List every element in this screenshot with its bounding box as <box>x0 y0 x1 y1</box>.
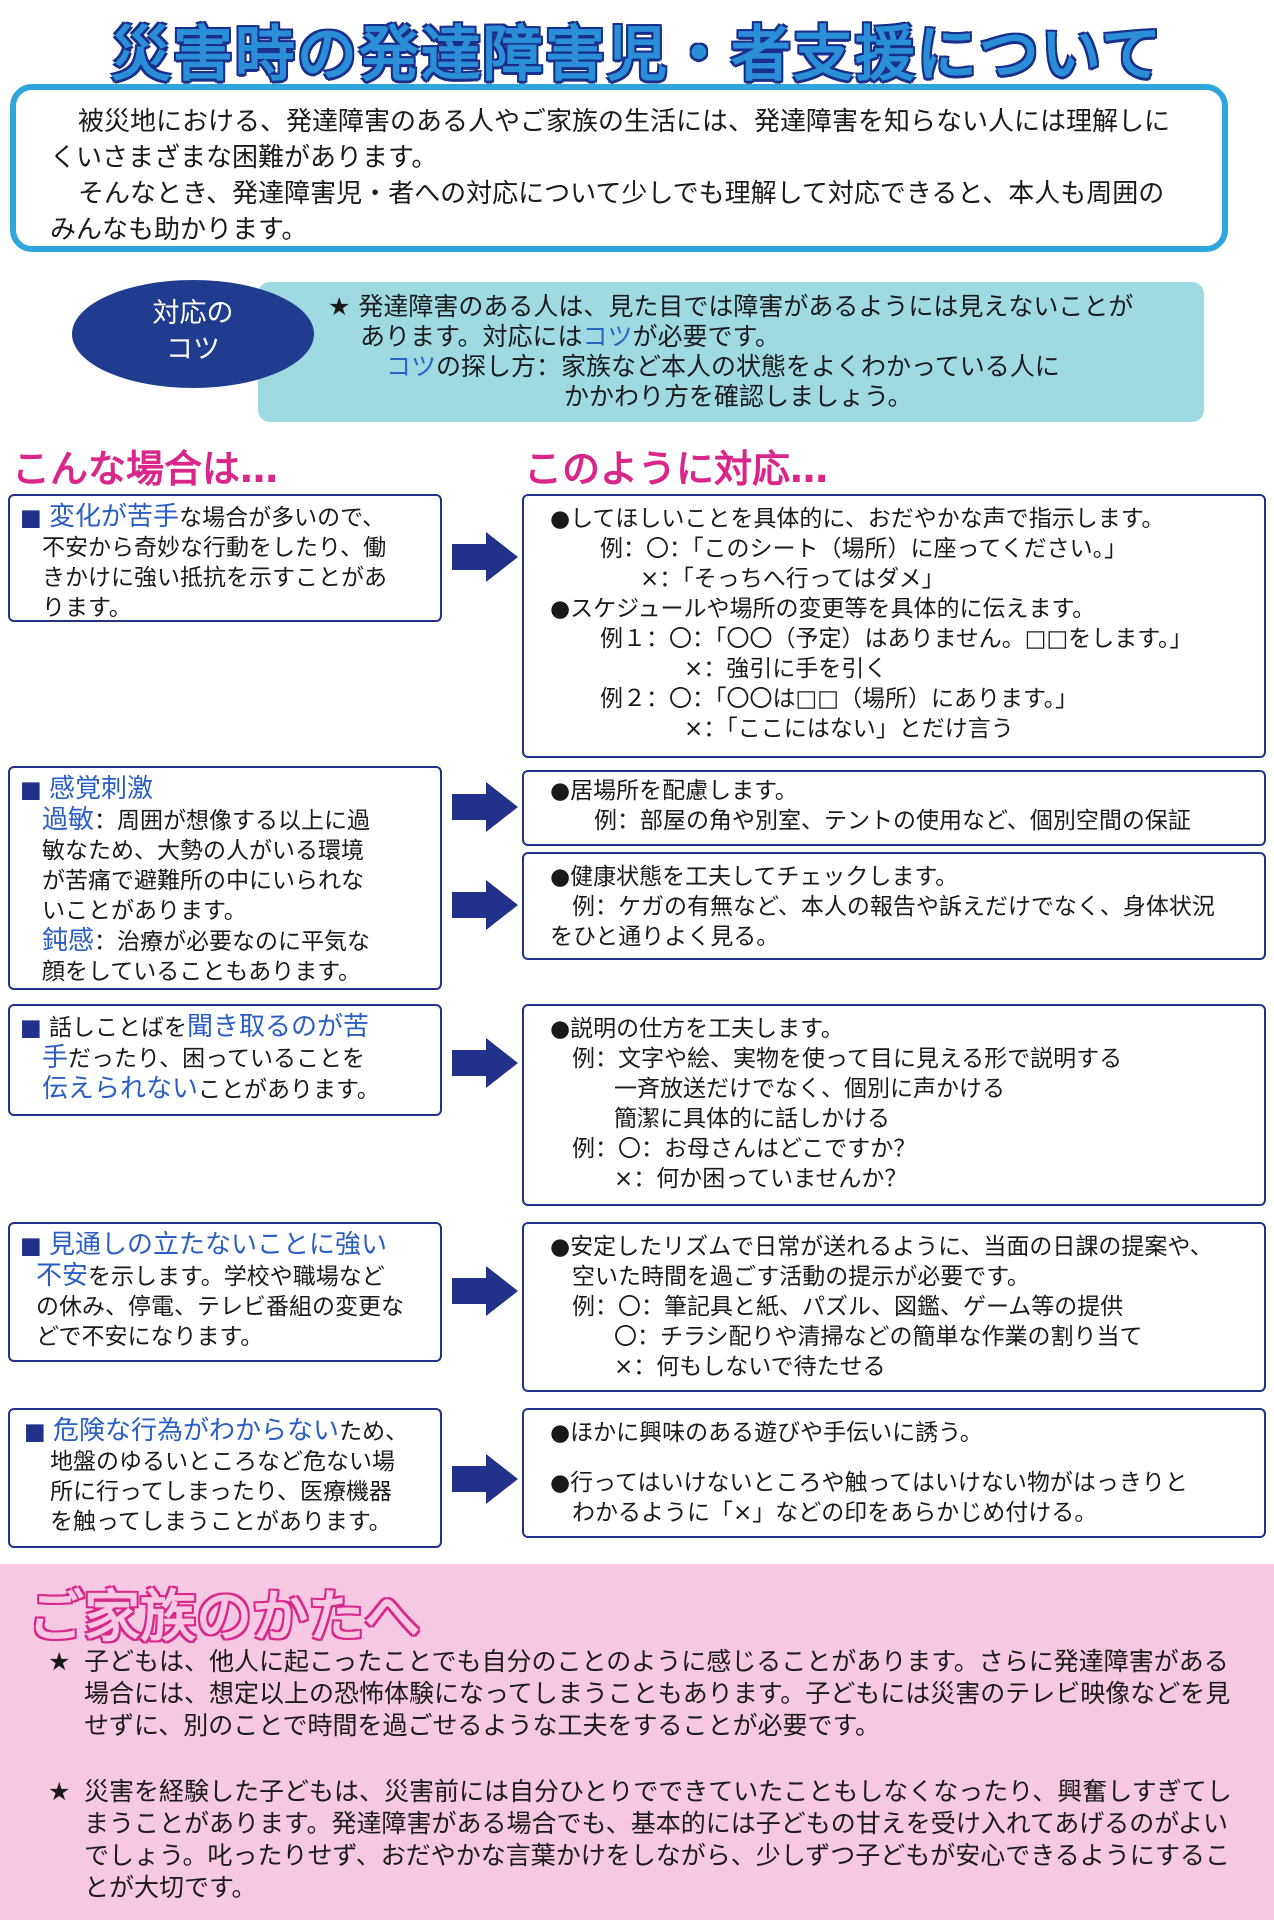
response-explanation: ●説明の仕方を工夫します。 例：文字や絵、実物を使って目に見える形で説明する 一… <box>522 1004 1266 1206</box>
arrow-right-icon <box>452 880 518 930</box>
family-item-1: ★ 子どもは、他人に起こったことでも自分のことのように感じることがあります。さら… <box>48 1647 1231 1740</box>
square-bullet-icon: ■ <box>20 1015 42 1041</box>
response-danger: ●ほかに興味のある遊びや手伝いに誘う。 ●行ってはいけないところや触ってはいけな… <box>522 1408 1266 1538</box>
intro-box: 被災地における、発達障害のある人やご家族の生活には、発達障害を知らない人には理解… <box>10 84 1228 252</box>
family-item-2: ★ 災害を経験した子どもは、災害前には自分ひとりでできていたこともしなくなったり… <box>48 1777 1232 1902</box>
square-bullet-icon: ■ <box>20 777 42 803</box>
tips-line-1: ★ 発達障害のある人は、見た目では障害があるようには見えないことが <box>328 292 1134 321</box>
tips-badge: 対応の コツ <box>72 280 314 388</box>
case-sensory: ■ 感覚刺激 過敏：周囲が想像する以上に過 敏なため、大勢の人がいる環境 が苦痛… <box>8 766 442 990</box>
square-bullet-icon: ■ <box>24 1419 46 1445</box>
family-title: ご家族のかたへ <box>28 1585 420 1650</box>
arrow-right-icon <box>452 1038 518 1088</box>
arrow-right-icon <box>452 782 518 832</box>
tips-box: ★ 発達障害のある人は、見た目では障害があるようには見えないことが あります。対… <box>258 282 1204 422</box>
intro-paragraph-1: 被災地における、発達障害のある人やご家族の生活には、発達障害を知らない人には理解… <box>50 107 1171 173</box>
response-routine: ●安定したリズムで日常が送れるように、当面の日課の提案や、 空いた時間を過ごす活… <box>522 1222 1266 1392</box>
star-icon: ★ <box>328 292 351 321</box>
page-title: 災害時の発達障害児・者支援について <box>110 20 1164 90</box>
responses-heading: このように対応… <box>524 447 829 491</box>
tips-line-4: かかわり方を確認しましょう。 <box>564 382 913 411</box>
case-listening: ■ 話しことばを聞き取るのが苦 手だったり、困っていることを 伝えられないことが… <box>8 1004 442 1116</box>
cases-heading: こんな場合は… <box>12 447 279 491</box>
family-section: ご家族のかたへ ★ 子どもは、他人に起こったことでも自分のことのように感じること… <box>0 1564 1274 1920</box>
case-danger: ■ 危険な行為がわからないため、 地盤のゆるいところなど危ない場 所に行ってしま… <box>8 1408 442 1548</box>
case-uncertainty: ■ 見通しの立たないことに強い 不安を示します。学校や職場など の休み、停電、テ… <box>8 1222 442 1362</box>
intro-paragraph-2: そんなとき、発達障害児・者への対応について少しでも理解して対応できると、本人も周… <box>50 179 1165 245</box>
square-bullet-icon: ■ <box>20 1233 42 1259</box>
tips-line-3: コツの探し方：家族など本人の状態をよくわかっている人に <box>386 352 1060 381</box>
square-bullet-icon: ■ <box>20 505 42 531</box>
response-change: ●してほしいことを具体的に、おだやかな声で指示します。 例：〇：「このシート（場… <box>522 494 1266 758</box>
case-change: ■ 変化が苦手な場合が多いので、 不安から奇妙な行動をしたり、働 きかけに強い抵… <box>8 494 442 622</box>
arrow-right-icon <box>452 532 518 582</box>
star-icon: ★ <box>48 1647 71 1676</box>
star-icon: ★ <box>48 1777 71 1806</box>
response-health: ●健康状態を工夫してチェックします。 例：ケガの有無など、本人の報告や訴えだけで… <box>522 852 1266 960</box>
arrow-right-icon <box>452 1454 518 1504</box>
arrow-right-icon <box>452 1266 518 1316</box>
tips-line-2: あります。対応にはコツが必要です。 <box>360 322 781 351</box>
response-location: ●居場所を配慮します。 例：部屋の角や別室、テントの使用など、個別空間の保証 <box>522 770 1266 846</box>
